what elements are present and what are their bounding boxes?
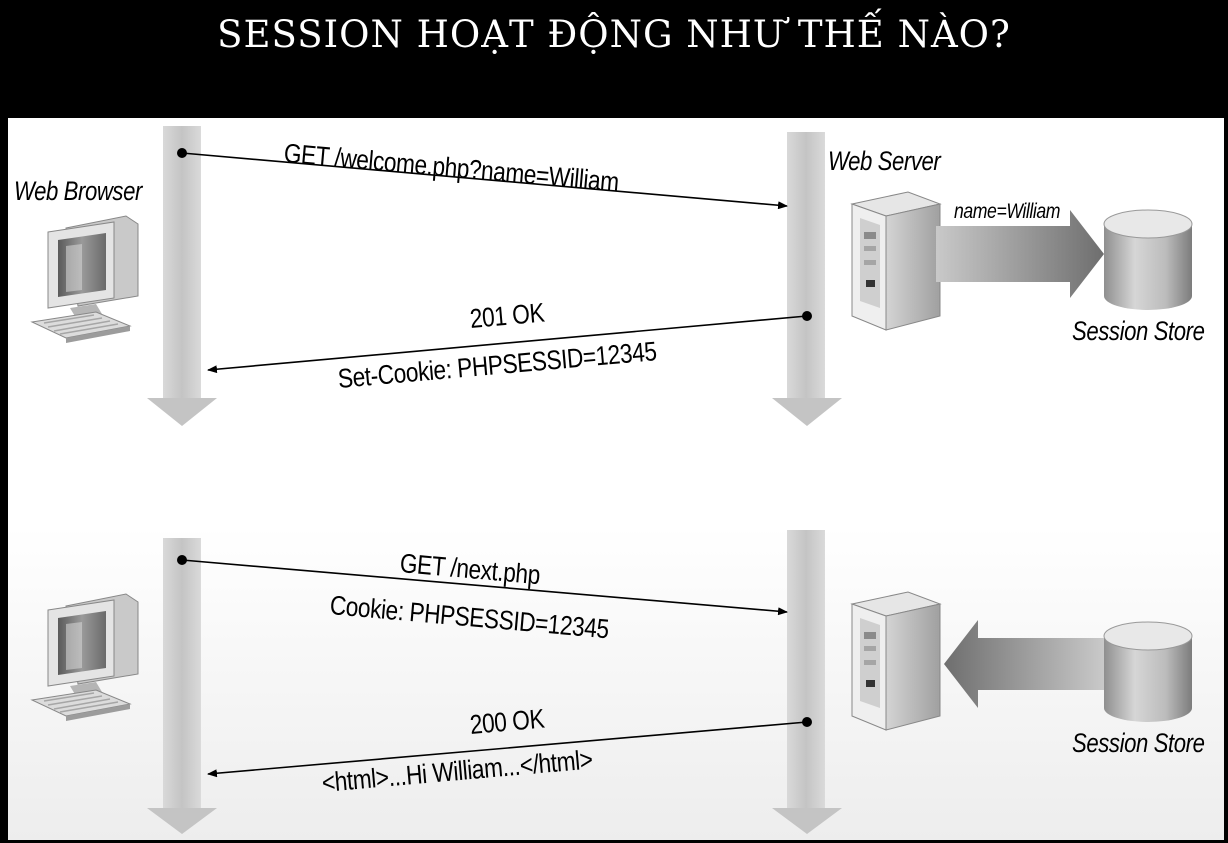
lifeline-browser-top	[147, 126, 217, 426]
database-icon	[1103, 209, 1193, 311]
sequence-diagram	[8, 126, 1224, 840]
lifeline-server-top	[772, 132, 842, 426]
response-1-status: 201 OK	[468, 297, 546, 334]
server-icon	[851, 191, 941, 331]
server-label: Web Server	[828, 146, 941, 176]
slide-title: SESSION HOẠT ĐỘNG NHƯ THẾ NÀO?	[217, 13, 1011, 56]
arrow-icon	[936, 210, 1104, 298]
computer-icon	[31, 215, 139, 344]
lifeline-server-bottom	[772, 530, 842, 834]
server-icon	[851, 591, 941, 731]
request-arrow-2	[177, 555, 788, 616]
response-arrow-1	[207, 311, 812, 374]
store-write-label: name=William	[954, 200, 1061, 223]
request-arrow-1	[177, 148, 788, 210]
response-arrow-2	[207, 717, 812, 778]
browser-label: Web Browser	[14, 176, 142, 206]
database-icon	[1103, 621, 1193, 723]
diagram-panel: Web Browser Web Server Session Store Ses…	[8, 118, 1224, 840]
lifeline-browser-bottom	[147, 538, 217, 834]
response-2-status: 200 OK	[468, 703, 546, 740]
session-store-label-top: Session Store	[1072, 316, 1205, 346]
computer-icon	[31, 593, 139, 722]
arrow-icon	[944, 620, 1104, 708]
session-store-label-bottom: Session Store	[1072, 728, 1205, 758]
